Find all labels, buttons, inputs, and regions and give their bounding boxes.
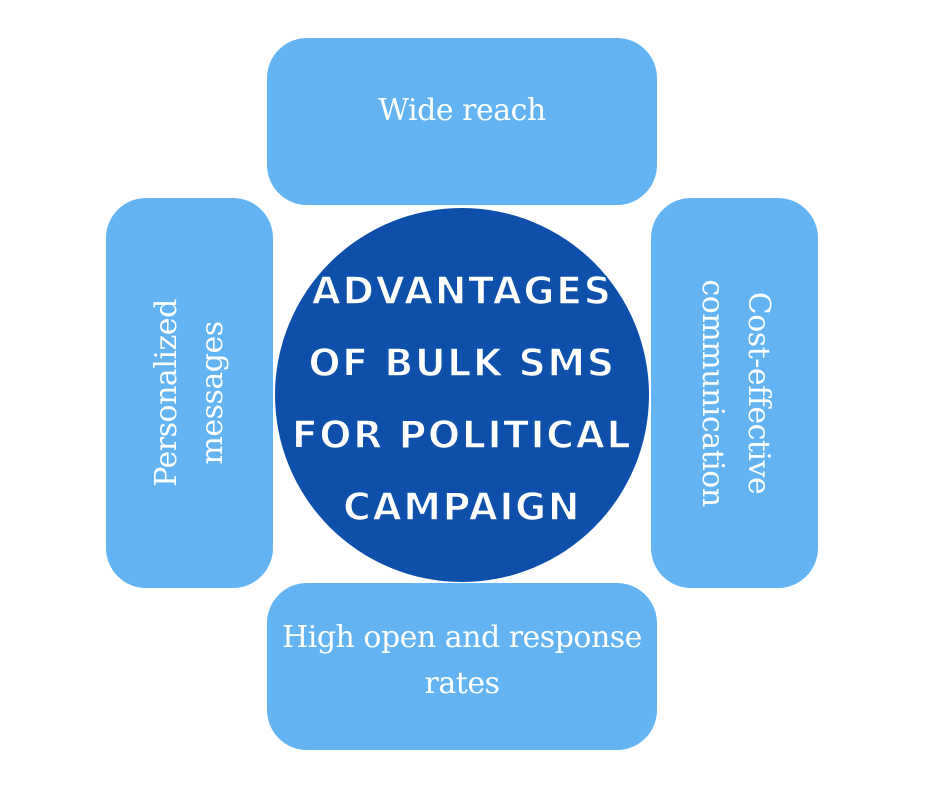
advantage-label-line: communication: [694, 279, 730, 507]
advantage-box-wide-reach: Wide reach: [267, 38, 657, 205]
advantage-label-line: Cost-effective: [740, 291, 776, 495]
central-topic-circle: ADVANTAGES OF BULK SMS FOR POLITICAL CAM…: [275, 208, 649, 582]
central-title-line: ADVANTAGES: [311, 268, 613, 314]
advantage-label-line: High open and response: [282, 619, 642, 655]
advantage-label-wide-reach: Wide reach: [378, 88, 546, 134]
advantage-label-line: Wide reach: [378, 92, 546, 128]
advantage-label-personalized-messages: Personalized messages: [144, 203, 236, 583]
advantage-label-line: rates: [424, 665, 500, 701]
advantage-box-high-open-rates: High open and response rates: [267, 583, 657, 750]
central-title-line: CAMPAIGN: [342, 484, 581, 530]
advantage-box-personalized-messages: Personalized messages: [106, 198, 273, 588]
central-title-line: FOR POLITICAL: [291, 412, 633, 458]
advantage-box-cost-effective: Cost-effective communication: [651, 198, 818, 588]
central-title-line: OF BULK SMS: [308, 340, 616, 386]
advantage-label-line: Personalized: [148, 299, 184, 487]
central-topic-title: ADVANTAGES OF BULK SMS FOR POLITICAL CAM…: [291, 255, 633, 543]
advantage-label-cost-effective: Cost-effective communication: [689, 203, 781, 583]
advantage-label-high-open-rates: High open and response rates: [272, 615, 652, 707]
advantage-label-line: messages: [194, 321, 230, 465]
